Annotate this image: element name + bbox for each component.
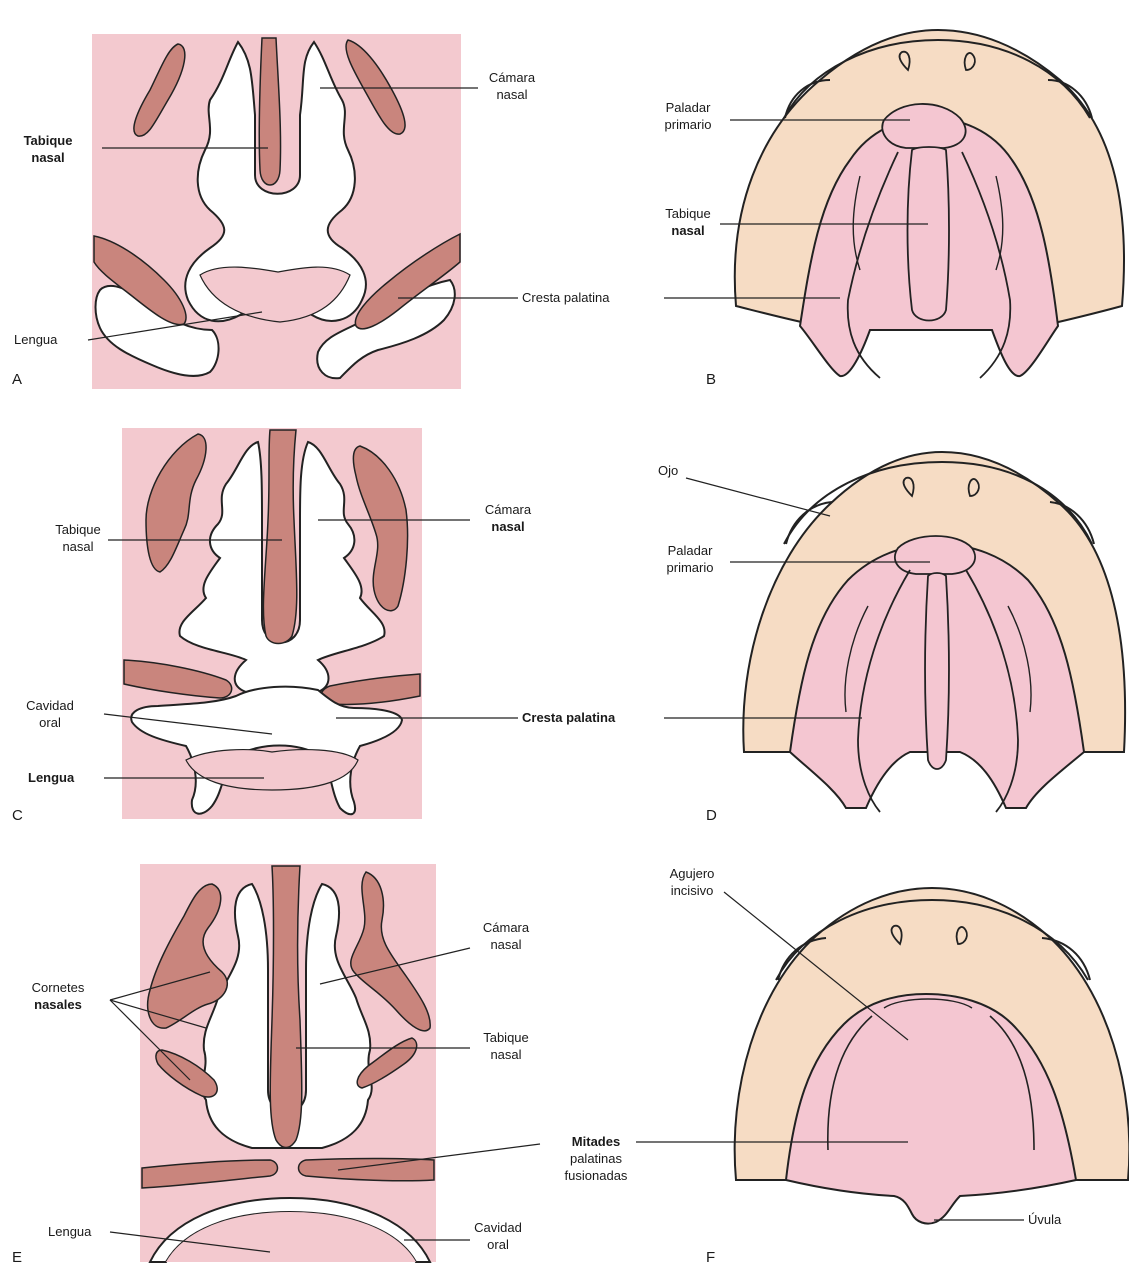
panel-b-paladar-label: Paladar bbox=[666, 100, 711, 115]
panel-e-right-palatine-half bbox=[299, 1159, 435, 1181]
panel-b-tabique-label: Tabique bbox=[665, 206, 711, 221]
panel-a-cresta-label: Cresta palatina bbox=[522, 290, 610, 305]
panel-b-nasal-label: nasal bbox=[671, 223, 704, 238]
panel-a-tabique-label: Tabique bbox=[24, 133, 73, 148]
panel-f-palate-view: Agujero incisivo Úvula F bbox=[636, 866, 1129, 1266]
panel-e-cavidad-label: Cavidad bbox=[474, 1220, 522, 1235]
panel-e-lengua-label: Lengua bbox=[48, 1224, 92, 1239]
panel-a-camara-label: Cámara bbox=[489, 70, 536, 85]
panel-c-cresta-label: Cresta palatina bbox=[522, 710, 616, 725]
panel-d-palate-view: Ojo Paladar primario D bbox=[658, 452, 1125, 824]
panel-d-paladar-label: Paladar bbox=[668, 543, 713, 558]
panel-e-letter: E bbox=[12, 1249, 22, 1266]
panel-b-nasal-septum bbox=[908, 147, 950, 321]
panel-e-tabique-nasal-label: nasal bbox=[490, 1047, 521, 1062]
panel-c-camara-label: Cámara bbox=[485, 502, 532, 517]
panel-a-nasal-septum bbox=[259, 38, 280, 185]
panel-c-cavidad-label: Cavidad bbox=[26, 698, 74, 713]
panel-e-cornetes-label: Cornetes bbox=[32, 980, 85, 995]
panel-e-camara-label: Cámara bbox=[483, 920, 530, 935]
panel-e-nasales-label: nasales bbox=[34, 997, 82, 1012]
panel-e-tabique-label: Tabique bbox=[483, 1030, 529, 1045]
panel-a-coronal-section: Tabique nasal Cámara nasal Lengua Cresta… bbox=[12, 34, 610, 389]
panel-d-ojo-label: Ojo bbox=[658, 463, 678, 478]
panel-d-primary-palate bbox=[895, 536, 975, 574]
panel-f-letter: F bbox=[706, 1249, 715, 1266]
panel-c-tabique-label: Tabique bbox=[55, 522, 101, 537]
panel-d-primario-label: primario bbox=[667, 560, 714, 575]
panel-d-nasal-septum bbox=[925, 573, 949, 769]
panel-c-camara-nasal-label: nasal bbox=[491, 519, 524, 534]
panel-d-letter: D bbox=[706, 807, 717, 824]
panel-b-letter: B bbox=[706, 371, 716, 388]
panel-b-primario-label: primario bbox=[665, 117, 712, 132]
panel-c-lengua-label: Lengua bbox=[28, 770, 75, 785]
panel-c-nasal-label: nasal bbox=[62, 539, 93, 554]
panel-a-lengua-label: Lengua bbox=[14, 332, 58, 347]
panel-e-nasal-septum bbox=[270, 866, 302, 1148]
panel-c-letter: C bbox=[12, 807, 23, 824]
panel-c-oral-label: oral bbox=[39, 715, 61, 730]
panel-e-fusionadas-label: fusionadas bbox=[565, 1168, 628, 1183]
panel-a-camara-nasal-label: nasal bbox=[496, 87, 527, 102]
panel-f-agujero-label: Agujero bbox=[670, 866, 715, 881]
panel-e-camara-nasal-label: nasal bbox=[490, 937, 521, 952]
panel-b-palate-view: Paladar primario Tabique nasal B bbox=[664, 30, 1124, 388]
panel-e-mitades-label: Mitades bbox=[572, 1134, 620, 1149]
panel-a-letter: A bbox=[12, 371, 22, 388]
panel-c-nasal-septum bbox=[263, 430, 296, 644]
panel-e-oral-label: oral bbox=[487, 1237, 509, 1252]
panel-d-ojo-leader bbox=[686, 478, 830, 516]
panel-a-nasal-label: nasal bbox=[31, 150, 64, 165]
panel-f-uvula-label: Úvula bbox=[1028, 1212, 1062, 1227]
panel-e-palatinas-label: palatinas bbox=[570, 1151, 623, 1166]
panel-c-coronal-section: Tabique nasal Cámara nasal Cavidad oral … bbox=[12, 428, 616, 824]
panel-e-coronal-section: Cámara nasal Cornetes nasales Tabique na… bbox=[12, 864, 628, 1266]
panel-f-incisivo-label: incisivo bbox=[671, 883, 714, 898]
